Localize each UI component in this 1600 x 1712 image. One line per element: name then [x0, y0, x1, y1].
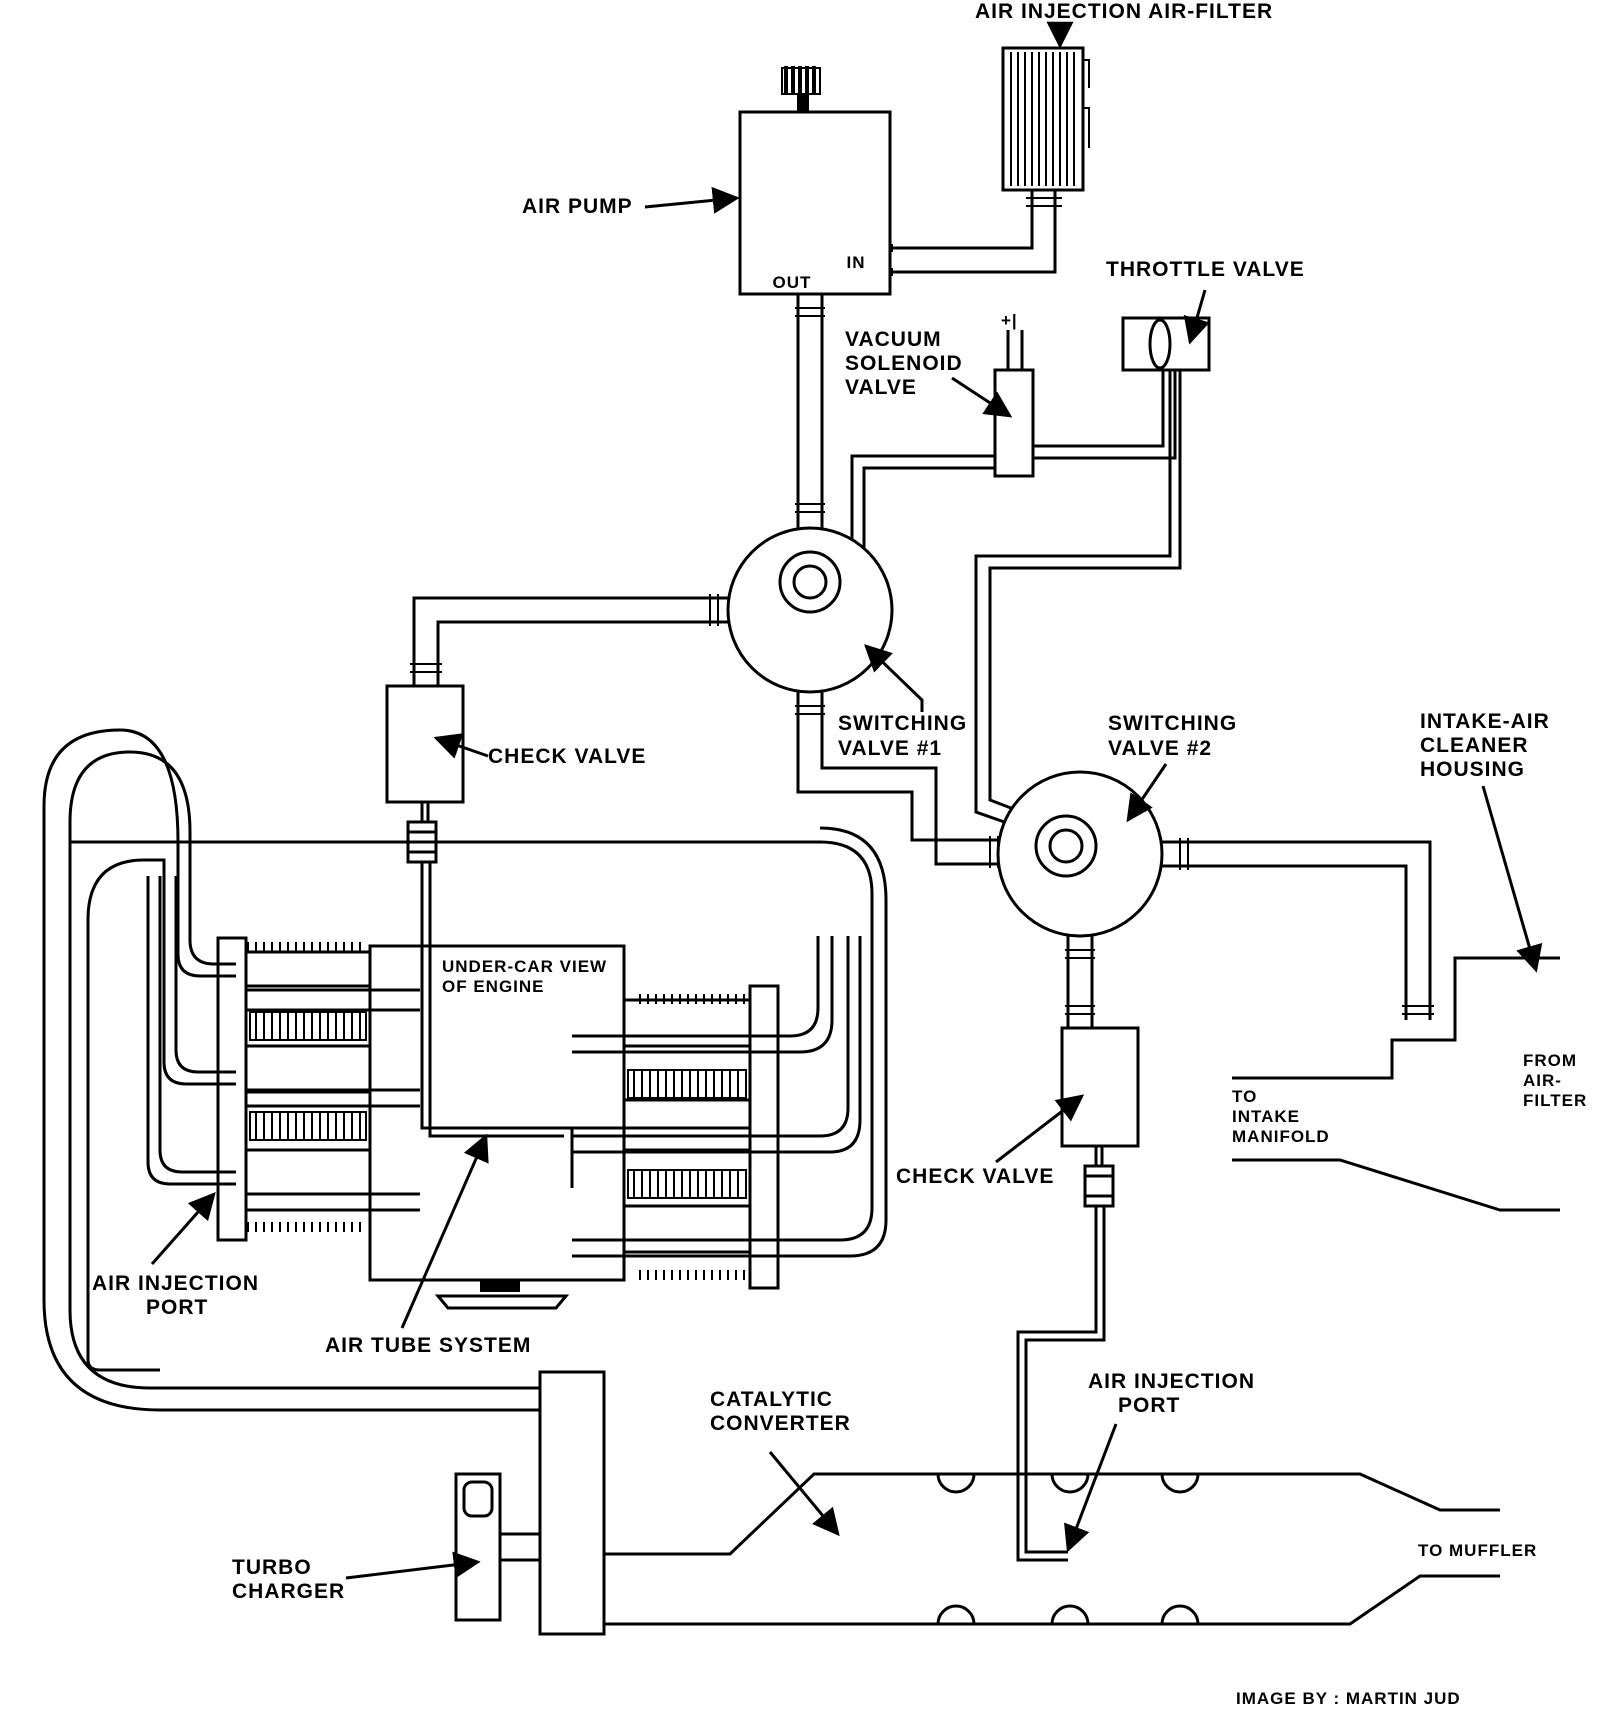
air-pump-arrow	[644, 186, 740, 214]
air-injection-port-right-label-1: AIR INJECTION	[1088, 1370, 1255, 1393]
pump-in-label: IN	[847, 253, 866, 272]
check-valve-2	[1060, 1026, 1140, 1208]
check-valve-1-label: CHECK VALVE	[488, 745, 646, 768]
check-valve-2-label: CHECK VALVE	[896, 1165, 1054, 1188]
throttle-valve	[1121, 316, 1211, 372]
throttle-solenoid-line	[1033, 370, 1165, 448]
solenoid-label-2: SOLENOID	[845, 352, 963, 375]
exhaust-manifold-block	[538, 1370, 606, 1636]
engine-label-1: UNDER-CAR VIEW	[442, 957, 607, 976]
air-injection-air-filter	[1001, 46, 1090, 192]
throttle-arrow	[1183, 289, 1210, 345]
to-intake-manifold-label-1: TO	[1232, 1087, 1257, 1106]
vacuum-solenoid-valve	[993, 330, 1035, 478]
filter-hose-lower	[892, 190, 1057, 274]
turbo-label-1: TURBO	[232, 1556, 312, 1579]
sv2-label-1: SWITCHING	[1108, 712, 1237, 735]
air-injection-port-right-label-2: PORT	[1118, 1394, 1180, 1417]
from-air-filter-label-3: FILTER	[1523, 1091, 1587, 1110]
exhaust-injection-tube	[1016, 1206, 1098, 1562]
air-pump	[738, 66, 892, 296]
sv1-arrow	[864, 644, 924, 712]
air-tube-system-label: AIR TUBE SYSTEM	[325, 1334, 531, 1357]
intake-housing-label-3: HOUSING	[1420, 758, 1525, 781]
check-valve-2-arrow	[995, 1094, 1085, 1164]
air-tube-system-arrow	[400, 1133, 489, 1329]
catalytic-label-1: CATALYTIC	[710, 1388, 833, 1411]
to-intake-manifold-label-2: INTAKE	[1232, 1107, 1300, 1126]
check-valve-1	[385, 684, 465, 864]
turbo-charger	[454, 1472, 540, 1622]
air-injection-port-left-arrow	[150, 1191, 216, 1265]
solenoid-label-1: VACUUM	[845, 328, 942, 351]
turbo-arrow	[345, 1551, 481, 1580]
from-air-filter-label-1: FROM	[1523, 1051, 1577, 1070]
sv2-arrow	[1126, 763, 1168, 823]
sv1-checkvalve-line	[412, 596, 728, 685]
engine-label-2: OF ENGINE	[442, 977, 545, 996]
to-intake-manifold-label-3: MANIFOLD	[1232, 1127, 1330, 1146]
to-muffler-label: TO MUFFLER	[1418, 1541, 1537, 1560]
filter-hose-upper	[892, 190, 1034, 250]
air-tube-system	[42, 728, 888, 1412]
solenoid-terminal-label: +|	[1001, 311, 1018, 330]
air-injection-port-left-label-2: PORT	[146, 1296, 208, 1319]
intake-air-cleaner-housing	[1232, 956, 1560, 1212]
sv1-label-1: SWITCHING	[838, 712, 967, 735]
check-valve-1-arrow	[433, 733, 489, 759]
air-filter-label: AIR INJECTION AIR-FILTER	[975, 0, 1273, 23]
air-injection-port-right-arrow	[1064, 1423, 1118, 1553]
catalytic-arrow	[768, 1451, 840, 1537]
catalytic-converter	[604, 1472, 1500, 1626]
air-injection-port-left-label-1: AIR INJECTION	[92, 1272, 259, 1295]
from-air-filter-label-2: AIR-	[1523, 1071, 1562, 1090]
air-pump-label: AIR PUMP	[522, 195, 633, 218]
turbo-label-2: CHARGER	[232, 1580, 345, 1603]
intake-housing-label-1: INTAKE-AIR	[1420, 710, 1550, 733]
sv1-sv2-line	[796, 692, 1008, 842]
sv2-intake-line	[1162, 840, 1432, 1020]
switching-valve-2	[996, 770, 1164, 938]
sv2-label-2: VALVE #2	[1108, 737, 1212, 760]
sv1-label-2: VALVE #1	[838, 737, 942, 760]
catalytic-label-2: CONVERTER	[710, 1412, 851, 1435]
solenoid-arrow	[951, 376, 1013, 418]
switching-valve-1	[726, 526, 894, 694]
credit-label: IMAGE BY : MARTIN JUD	[1236, 1689, 1461, 1708]
solenoid-label-3: VALVE	[845, 376, 917, 399]
intake-housing-label-2: CLEANER	[1420, 734, 1529, 757]
throttle-valve-label: THROTTLE VALVE	[1106, 258, 1305, 281]
intake-housing-arrow	[1481, 785, 1543, 973]
pump-out-label: OUT	[773, 273, 812, 292]
